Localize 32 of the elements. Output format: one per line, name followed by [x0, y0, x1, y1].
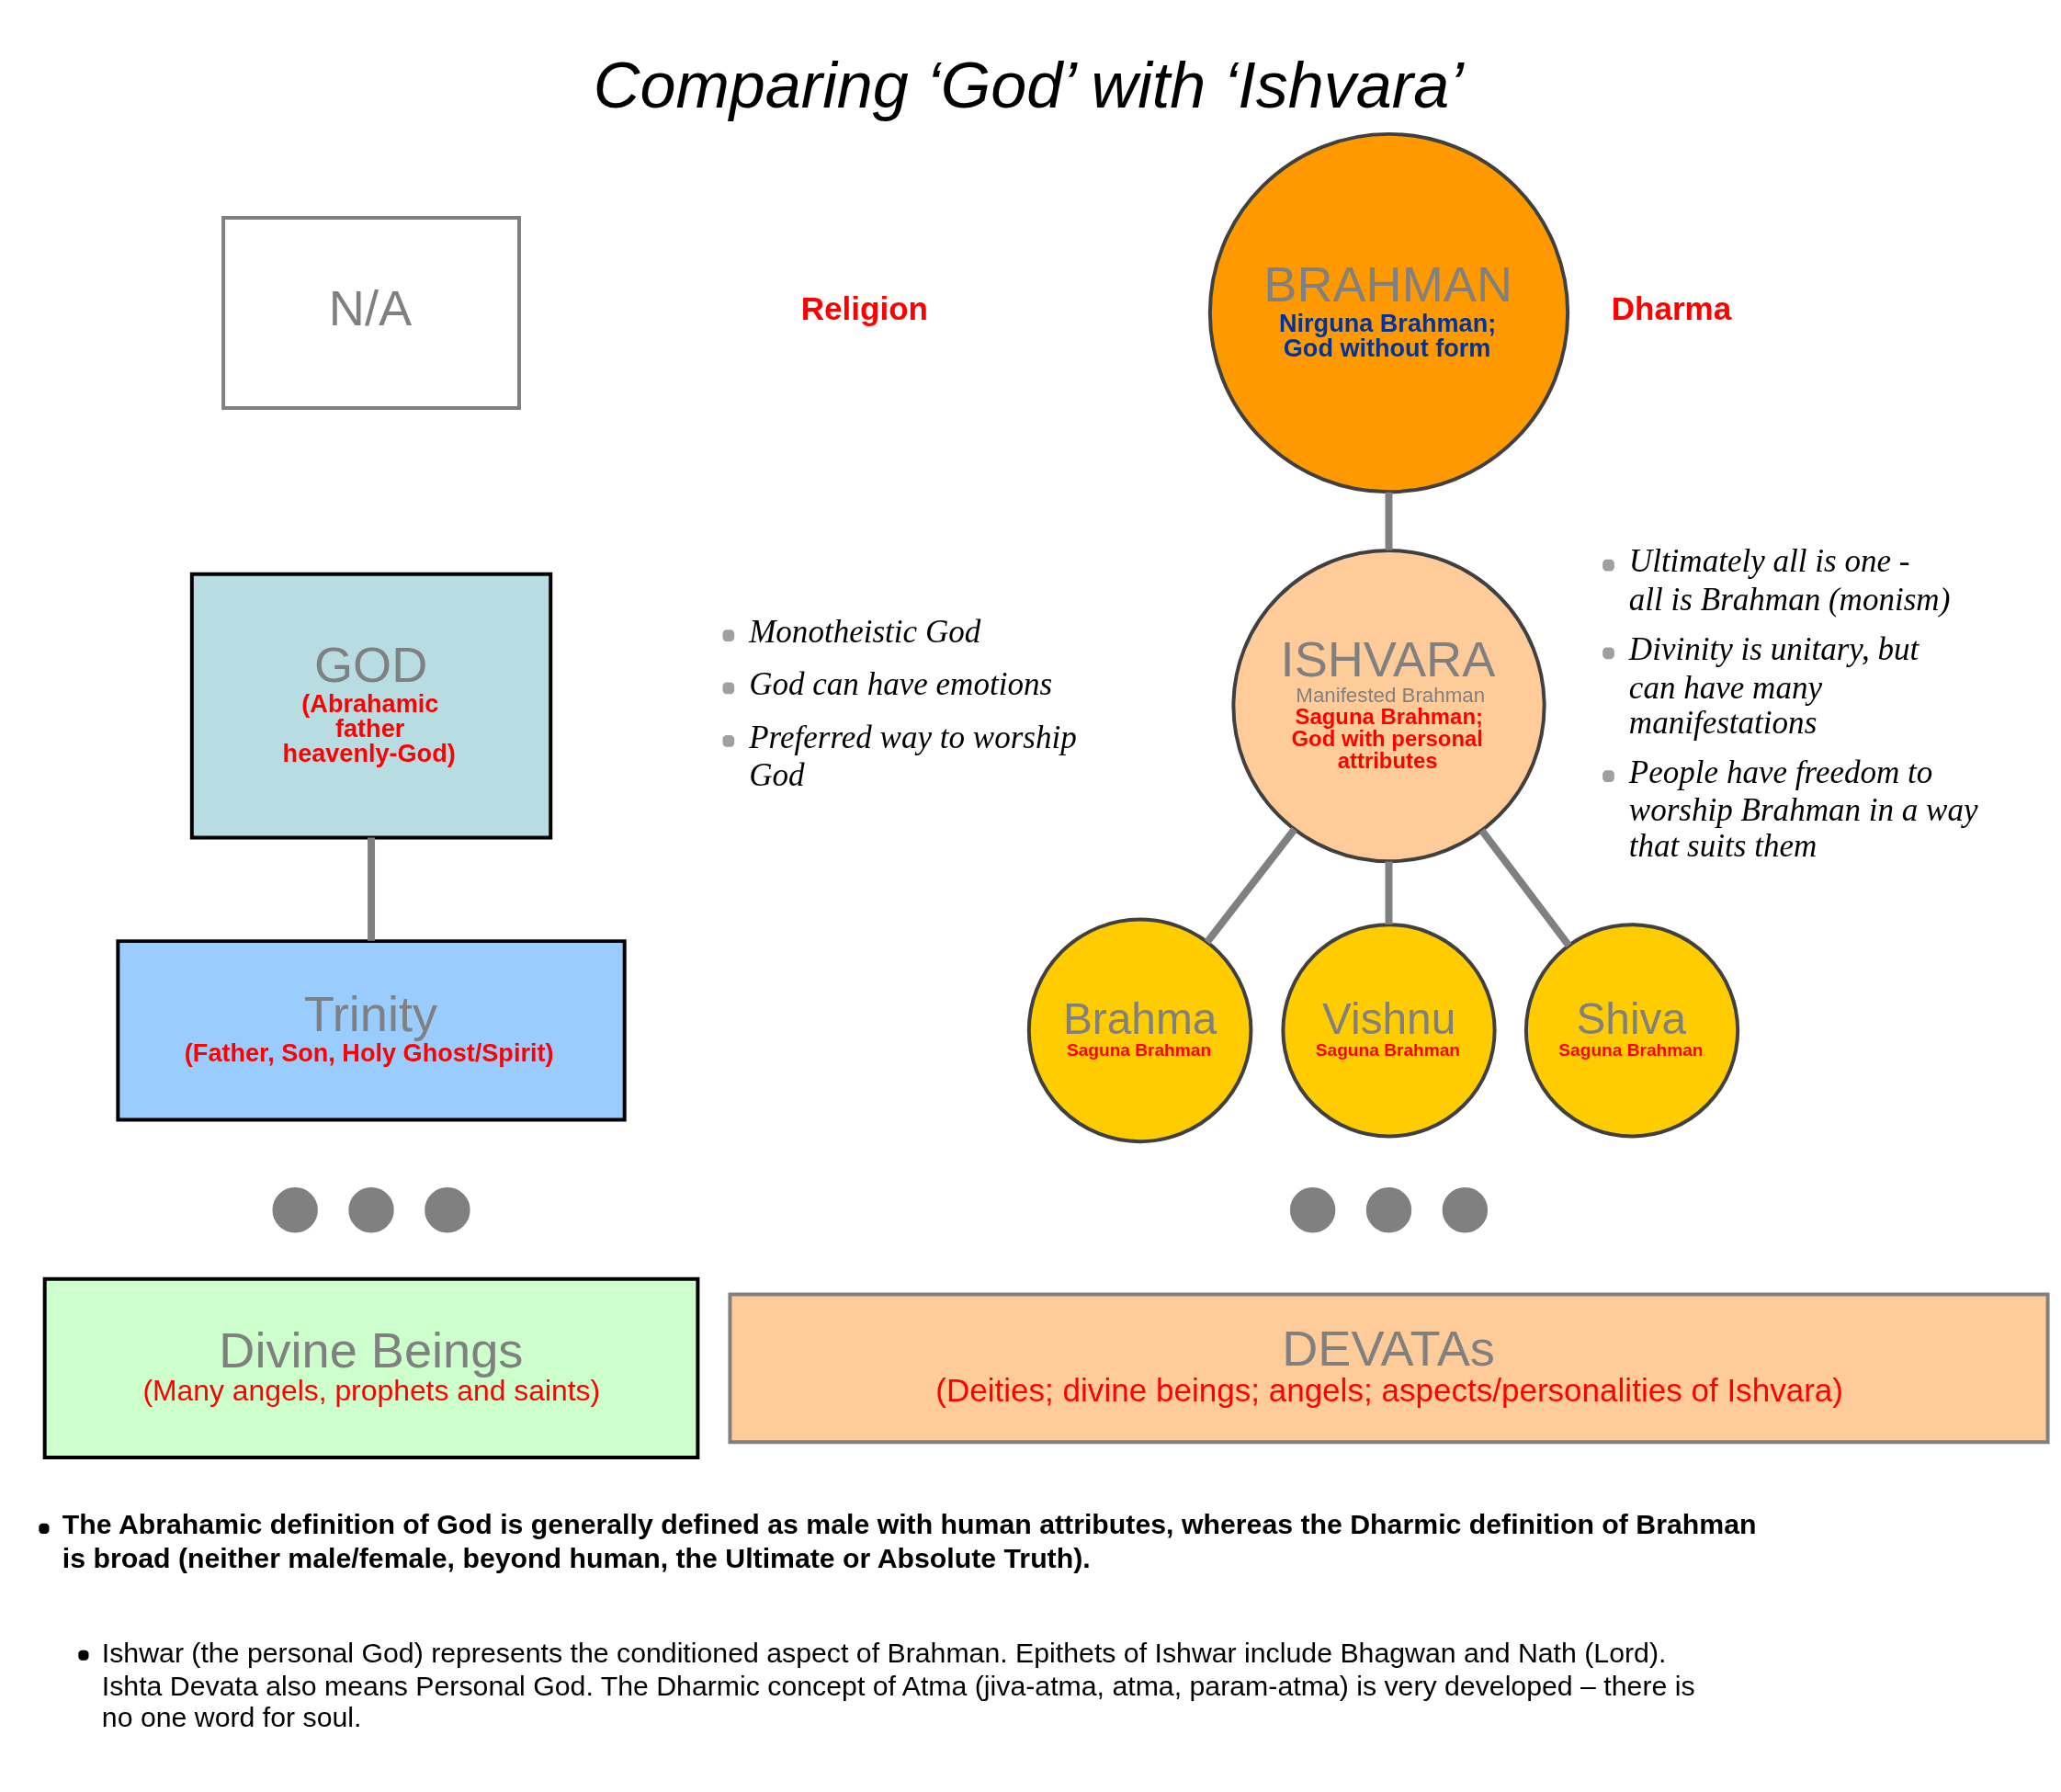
connector [1385, 861, 1393, 924]
node-label: Divinity is unitary, but can have many manifestations [1628, 631, 1919, 741]
node-circle [348, 1187, 394, 1233]
node-circle [1442, 1187, 1489, 1233]
node-circle [425, 1187, 470, 1233]
node-box: GOD (Abrahamic father heavenly-God) [189, 572, 553, 840]
diagram-title: Comparing ‘God’ with ‘Ishvara’ [593, 50, 1464, 122]
node-label: God can have emotions [749, 666, 1053, 703]
node-circle: Vishnu Saguna Brahman [1281, 923, 1497, 1139]
node-circle [1365, 1187, 1412, 1233]
node-box: N/A [221, 215, 521, 411]
label: Religion [800, 289, 928, 326]
connector [1385, 492, 1393, 550]
label: Dharma [1611, 289, 1732, 326]
connector [1204, 827, 1297, 945]
node-circle: Brahma Saguna Brahman [1026, 917, 1253, 1144]
node-circle [272, 1187, 318, 1233]
node-box: Trinity (Father, Son, Holy Ghost/Spirit) [116, 939, 627, 1122]
label: Ishwar (the personal God) represents the conditioned aspect of Brahman. Epithets of Ishwar include Bhagwan and Nath (Lord). Ishta Devata also means Personal God. The Dharmic concept of Atma (jiva-atma, atma, param-atma) is very developed – there is no one word for soul. [101, 1637, 1695, 1732]
node-label: Monotheistic God [749, 613, 981, 650]
node-label: People have freedom to worship Brahman in a way that suits them [1628, 754, 1978, 864]
node-circle [1289, 1187, 1336, 1233]
node-box: DEVATAs (Deities; divine beings; angels; aspects/personalities of Ishvara) [728, 1292, 2050, 1445]
node-box: Divine Beings (Many angels, prophets and saints) [42, 1276, 700, 1460]
node-label: Preferred way to worship God [749, 719, 1077, 794]
node-circle: Shiva Saguna Brahman [1523, 923, 1740, 1139]
connector [368, 837, 376, 941]
node-circle: ISHVARA Manifested Brahman Saguna Brahman; God with personal attributes [1231, 549, 1546, 864]
node-circle: BRAHMAN Nirguna Brahman; God without form [1207, 131, 1570, 494]
label: The Abrahamic definition of God is generally defined as male with human attributes, whereas the Dharmic definition of Brahman is broad (neither male/female, beyond human, the Ultimate or Absolute Truth). [62, 1509, 1757, 1573]
connector [1478, 828, 1572, 948]
node-label: Ultimately all is one - all is Brahman (monism) [1628, 543, 1951, 618]
